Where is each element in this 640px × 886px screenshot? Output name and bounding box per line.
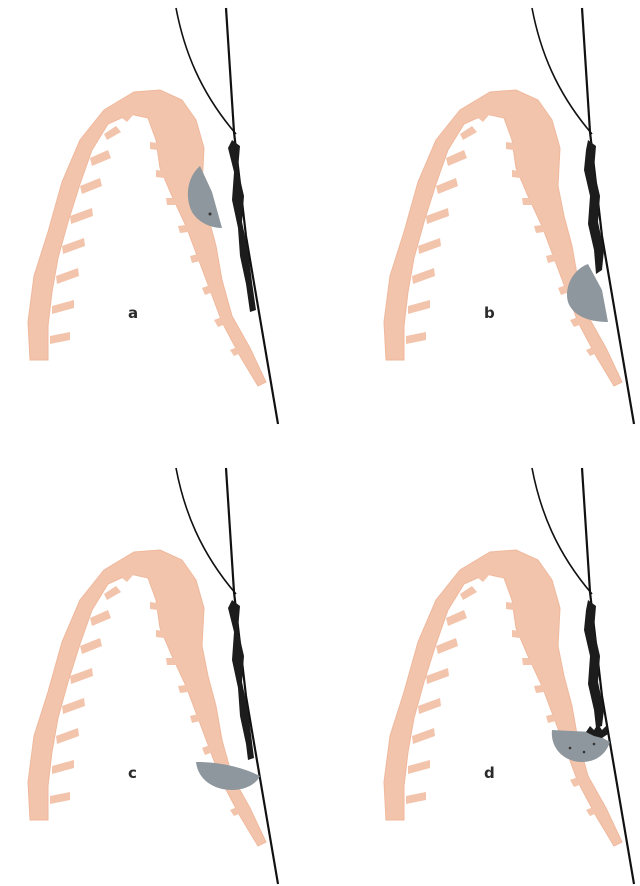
panel-label-a: a [128, 304, 138, 322]
subgingival-calculus-a [228, 140, 256, 312]
panel-b: b [384, 8, 634, 424]
bacterium-dot-a [209, 213, 212, 216]
panel-label-c: c [128, 764, 137, 782]
panel-c: c [28, 468, 278, 884]
panel-label-d: d [484, 764, 495, 782]
panel-label-b: b [484, 304, 495, 322]
subgingival-calculus-d [584, 600, 604, 728]
panel-a: a [28, 8, 278, 424]
bacterium-dot-d-2 [583, 751, 586, 754]
subgingival-calculus-c [228, 600, 254, 760]
panel-d: d [384, 468, 634, 884]
bacterium-dot-d-3 [593, 743, 596, 746]
subgingival-calculus-b [584, 140, 604, 274]
bacterium-dot-d-1 [569, 747, 572, 750]
plaque-deposit-c [196, 762, 260, 790]
